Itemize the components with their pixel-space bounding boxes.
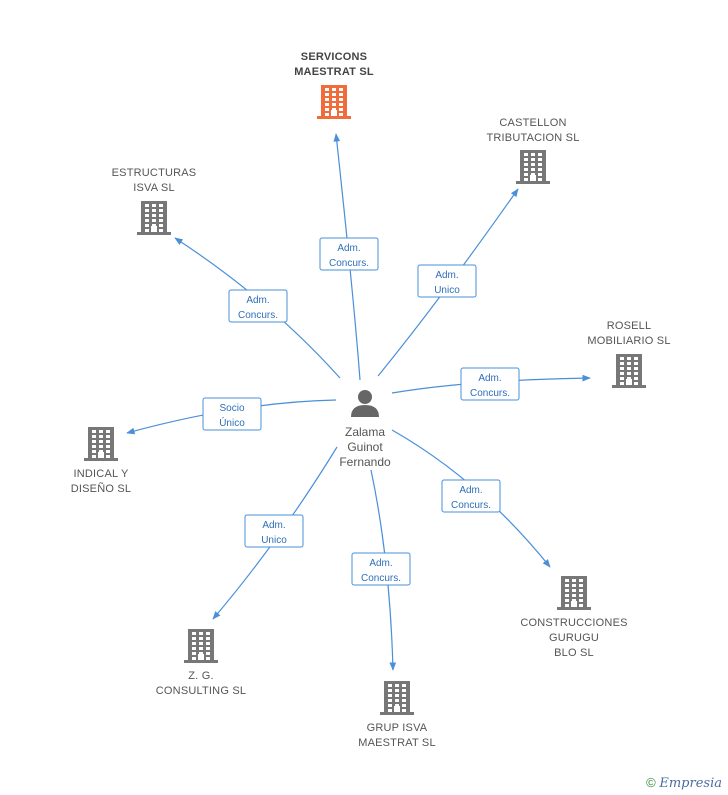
edge-grupisva: Adm. Concurs. xyxy=(351,469,411,671)
person-label: Zalama xyxy=(345,425,385,439)
node-label: ROSELL xyxy=(607,320,652,332)
building-icon[interactable] xyxy=(84,427,118,461)
edge-label-line: Unico xyxy=(261,535,287,546)
edge-label-construcciones[interactable]: Adm. Concurs. xyxy=(441,479,501,513)
node-label: CONSTRUCCIONES xyxy=(520,617,627,629)
edge-label-rosell[interactable]: Adm. Concurs. xyxy=(460,367,520,401)
edge-label-line: Adm. xyxy=(246,295,269,306)
node-label: MAESTRAT SL xyxy=(358,737,436,749)
edge-construcciones: Adm. Concurs. xyxy=(391,429,551,568)
node-rosell[interactable]: ROSELL MOBILIARIO SL xyxy=(587,320,670,388)
person-icon[interactable] xyxy=(351,390,379,417)
edge-label-line: Unico xyxy=(434,285,460,296)
node-label: INDICAL Y xyxy=(74,468,129,480)
node-label: CASTELLON xyxy=(499,117,566,129)
edge-castellon: Adm. Unico xyxy=(377,188,519,377)
node-label: CONSULTING SL xyxy=(156,685,246,697)
edge-label-line: Adm. xyxy=(478,373,501,384)
node-label: ISVA SL xyxy=(133,182,175,194)
copyright-symbol: © xyxy=(646,775,656,790)
node-label: SERVICONS xyxy=(301,51,367,63)
node-label: BLO SL xyxy=(554,647,594,659)
building-icon[interactable] xyxy=(137,201,171,235)
edge-label-line: Adm. xyxy=(262,520,285,531)
node-servicons[interactable]: SERVICONS MAESTRAT SL xyxy=(294,51,374,119)
node-estructuras[interactable]: ESTRUCTURAS ISVA SL xyxy=(112,167,197,235)
edge-label-line: Único xyxy=(219,416,245,429)
building-icon[interactable] xyxy=(516,150,550,184)
building-icon[interactable] xyxy=(557,576,591,610)
node-construcciones[interactable]: CONSTRUCCIONES GURUGU BLO SL xyxy=(520,576,627,659)
edge-label-line: Adm. xyxy=(337,243,360,254)
edge-label-estructuras[interactable]: Adm. Concurs. xyxy=(228,289,288,323)
edge-label-castellon[interactable]: Adm. Unico xyxy=(417,264,477,298)
copyright-footer: © Empresia xyxy=(646,775,722,791)
edge-label-line: Adm. xyxy=(435,270,458,281)
building-icon[interactable] xyxy=(380,681,414,715)
edge-zg: Adm. Unico xyxy=(212,446,338,620)
node-label: DISEÑO SL xyxy=(71,482,132,495)
edges-layer: Adm.Concurs.Adm.UnicoAdm.Concurs.Adm.Con… xyxy=(126,133,591,671)
edge-rosell: Adm. Concurs. xyxy=(391,367,591,401)
edge-label-zg[interactable]: Adm. Unico xyxy=(244,514,304,548)
edge-label-line: Adm. xyxy=(459,485,482,496)
node-label: MAESTRAT SL xyxy=(294,66,374,78)
node-grupisva[interactable]: GRUP ISVA MAESTRAT SL xyxy=(358,681,436,749)
edge-label-grupisva[interactable]: Adm. Concurs. xyxy=(351,552,411,586)
edge-label-line: Concurs. xyxy=(329,258,369,269)
edge-label-line: Concurs. xyxy=(361,573,401,584)
edge-line-servicons xyxy=(333,133,361,381)
edge-label-line: Concurs. xyxy=(238,310,278,321)
node-label: ESTRUCTURAS xyxy=(112,167,197,179)
edge-label-line: Socio xyxy=(219,403,244,414)
building-icon[interactable] xyxy=(317,85,351,119)
building-icon[interactable] xyxy=(184,629,218,663)
edge-label-line: Adm. xyxy=(369,558,392,569)
edge-label-servicons[interactable]: Adm. Concurs. xyxy=(319,237,379,271)
edge-label-line: Concurs. xyxy=(451,500,491,511)
edge-servicons: Adm. Concurs. xyxy=(319,133,379,381)
person-label: Guinot xyxy=(347,440,383,454)
brand-logo[interactable]: Empresia xyxy=(659,776,722,791)
person-label: Fernando xyxy=(339,455,391,469)
node-castellon[interactable]: CASTELLON TRIBUTACION SL xyxy=(486,117,579,184)
node-zg[interactable]: Z. G. CONSULTING SL xyxy=(156,629,246,697)
node-label: MOBILIARIO SL xyxy=(587,335,670,347)
node-label: TRIBUTACION SL xyxy=(486,132,579,144)
node-label: Z. G. xyxy=(188,670,213,682)
node-indical[interactable]: INDICAL Y DISEÑO SL xyxy=(71,427,132,495)
node-label: GURUGU xyxy=(549,632,599,644)
nodes-layer: SERVICONS MAESTRAT SL CASTELLON TRIBUTACION… xyxy=(71,51,671,749)
node-label: GRUP ISVA xyxy=(367,722,428,734)
edge-label-line: Concurs. xyxy=(470,388,510,399)
building-icon[interactable] xyxy=(612,354,646,388)
edge-estructuras: Adm. Concurs. xyxy=(174,237,341,379)
